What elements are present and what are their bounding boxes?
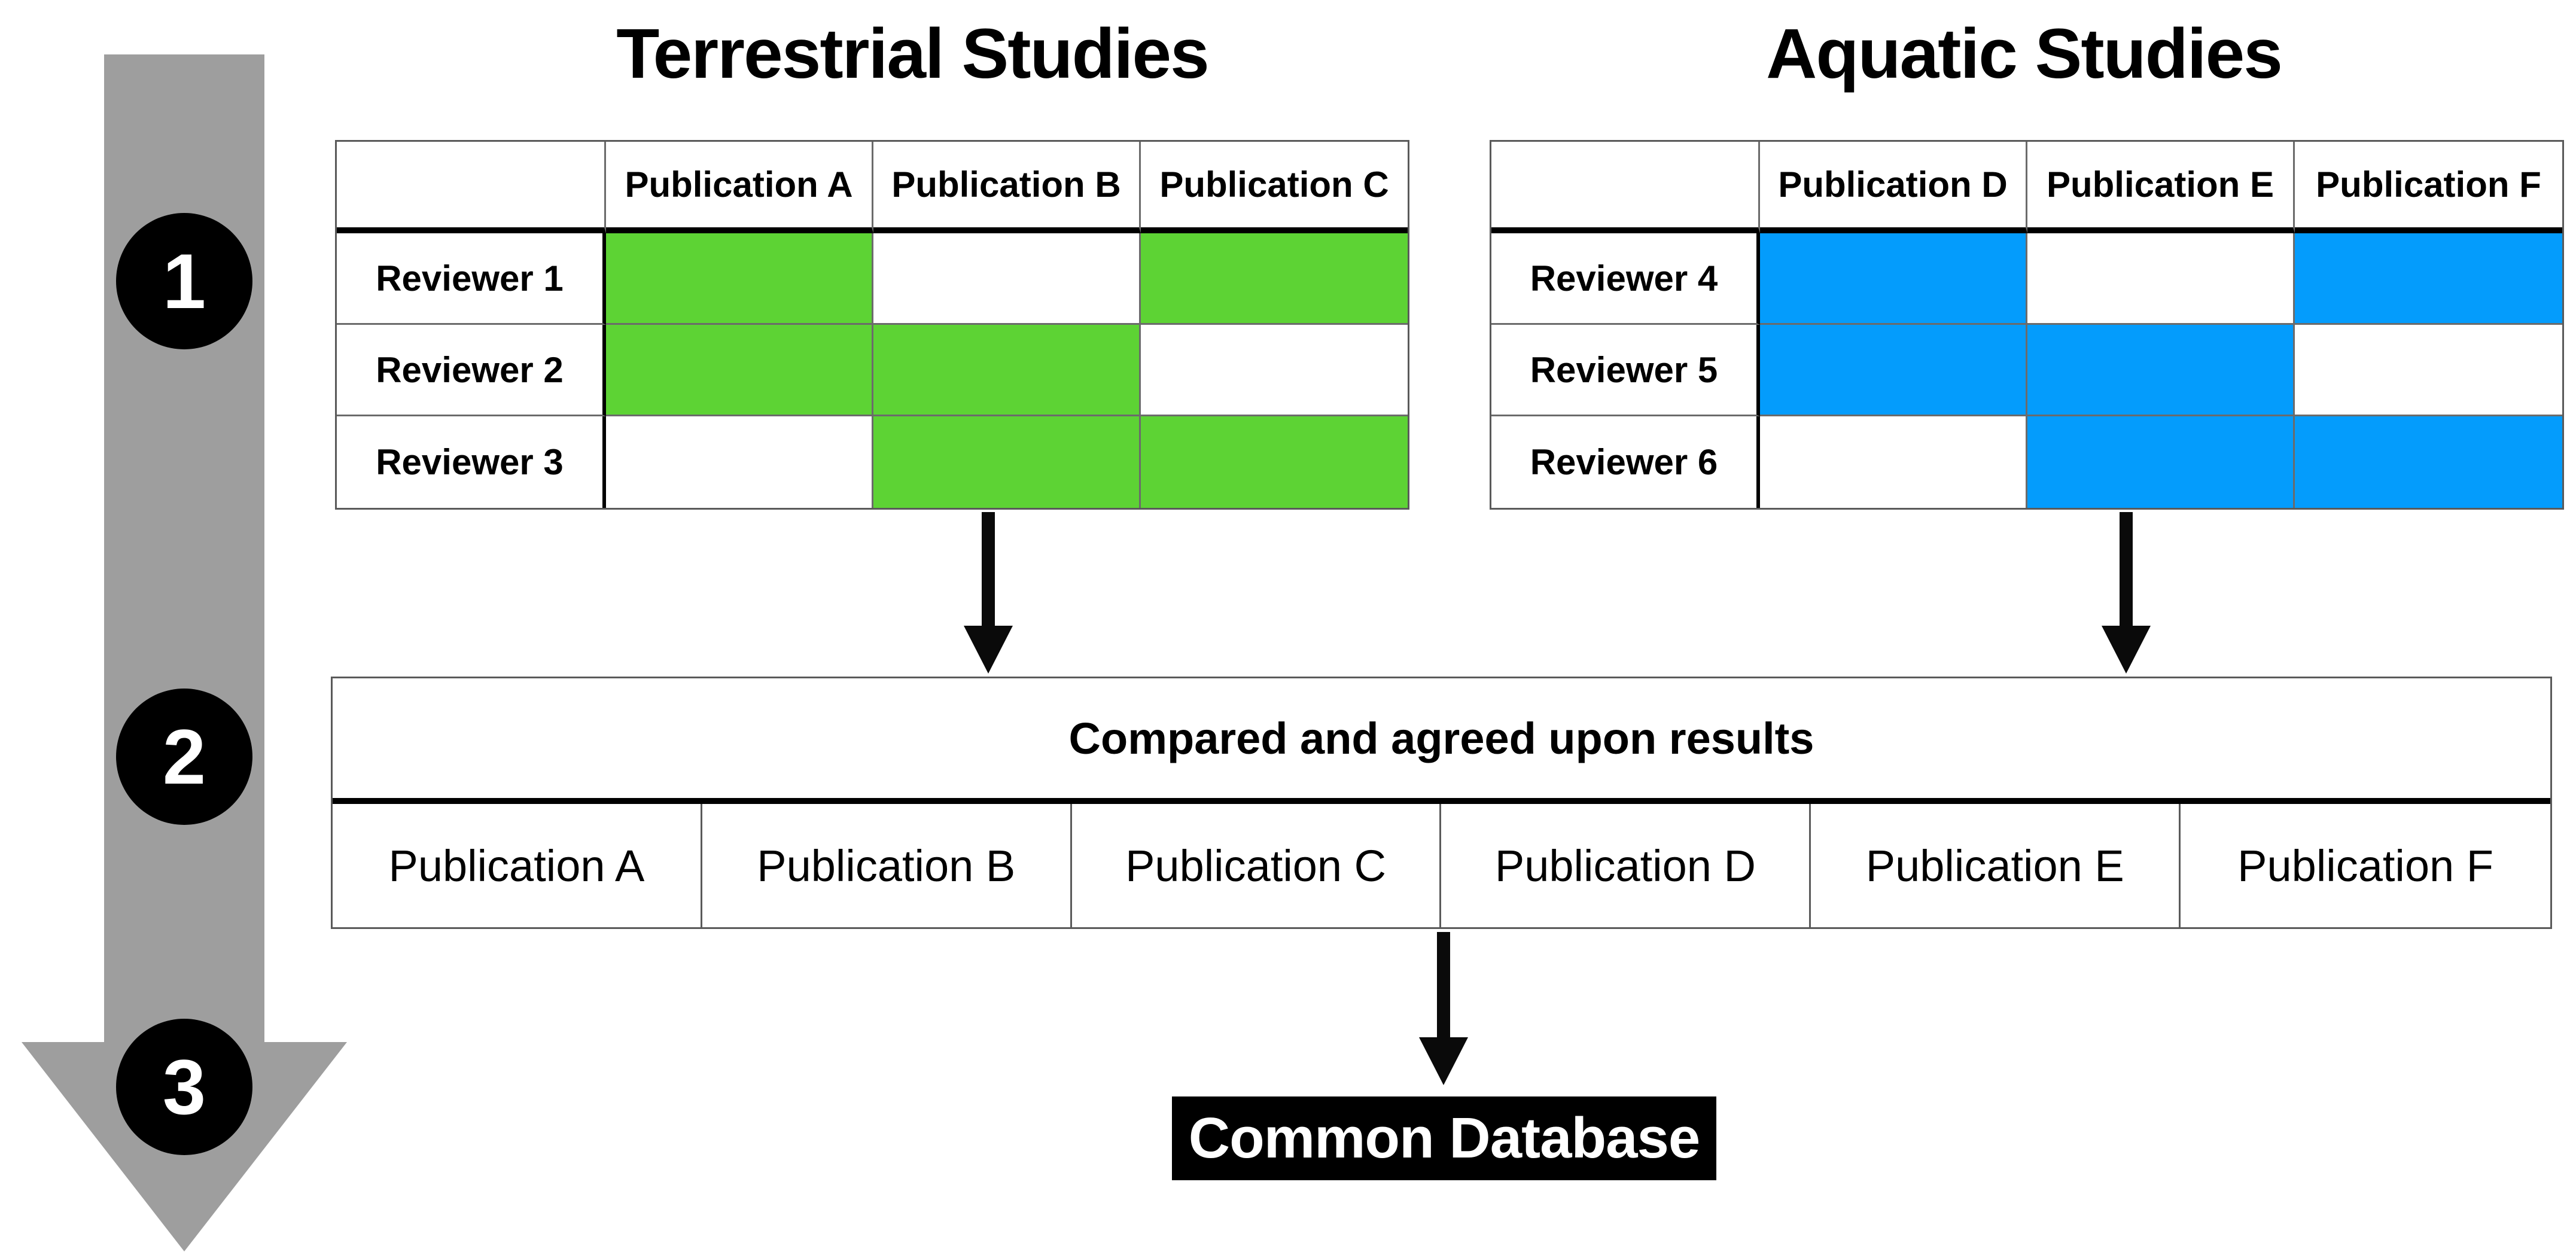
step-1-number: 1 <box>162 237 206 325</box>
step-3-number: 3 <box>162 1043 206 1131</box>
matrix-cell <box>1141 325 1408 416</box>
matrix-cell <box>1760 416 2027 508</box>
publication-cell: Publication E <box>1811 804 2181 927</box>
terrestrial-table: Publication A Publication B Publication … <box>335 140 1409 510</box>
aquatic-studies-title: Aquatic Studies <box>1766 14 2283 93</box>
matrix-cell <box>1141 233 1408 325</box>
reviewer-label-cell: Reviewer 2 <box>337 325 606 416</box>
matrix-cell <box>606 233 873 325</box>
step-circle-3: 3 <box>116 1019 252 1155</box>
process-flow-arrow-bar <box>104 54 264 1043</box>
matrix-cell <box>2027 325 2295 416</box>
matrix-cell <box>2027 233 2295 325</box>
arrow-aquatic-to-compare-shaft <box>2120 512 2133 627</box>
matrix-cell <box>873 416 1141 508</box>
compare-results-box: Compared and agreed upon results Publica… <box>331 677 2552 929</box>
matrix-cell <box>2027 416 2295 508</box>
matrix-cell <box>873 233 1141 325</box>
reviewer-label-cell: Reviewer 5 <box>1491 325 1760 416</box>
matrix-cell <box>2295 233 2562 325</box>
matrix-cell <box>873 325 1141 416</box>
arrow-terrestrial-to-compare-shaft <box>982 512 995 627</box>
common-database-label: Common Database <box>1188 1106 1701 1170</box>
publication-cell: Publication D <box>1441 804 1811 927</box>
matrix-cell <box>606 416 873 508</box>
column-header-cell: Publication F <box>2295 142 2562 233</box>
arrow-terrestrial-to-compare-head-icon <box>964 626 1013 674</box>
reviewer-label-cell: Reviewer 1 <box>337 233 606 325</box>
arrow-compare-to-database-head-icon <box>1419 1037 1468 1085</box>
matrix-cell <box>1141 416 1408 508</box>
reviewer-label-cell: Reviewer 6 <box>1491 416 1760 508</box>
common-database-box: Common Database <box>1172 1096 1716 1180</box>
publication-cell: Publication F <box>2237 840 2493 891</box>
matrix-cell <box>1760 325 2027 416</box>
publication-cell: Publication B <box>702 804 1072 927</box>
publication-cell: Publication A <box>333 804 702 927</box>
matrix-cell <box>606 325 873 416</box>
matrix-cell <box>2295 416 2562 508</box>
arrow-compare-to-database-shaft <box>1437 932 1450 1038</box>
aquatic-table: Publication D Publication E Publication … <box>1490 140 2564 510</box>
reviewer-label-cell: Reviewer 4 <box>1491 233 1760 325</box>
compare-results-header: Compared and agreed upon results <box>333 678 2550 804</box>
compare-results-publication-row: Publication A Publication B Publication … <box>333 804 2550 927</box>
column-header-cell: Publication A <box>606 142 873 233</box>
column-header-cell: Publication E <box>2027 142 2295 233</box>
matrix-cell <box>1760 233 2027 325</box>
terrestrial-studies-title: Terrestrial Studies <box>616 14 1209 93</box>
step-circle-2: 2 <box>116 689 252 825</box>
table-corner-cell <box>1491 142 1760 233</box>
arrow-aquatic-to-compare-head-icon <box>2102 626 2151 674</box>
column-header-cell: Publication C <box>1141 142 1408 233</box>
column-header-cell: Publication D <box>1760 142 2027 233</box>
publication-cell: Publication C <box>1072 804 1442 927</box>
step-circle-1: 1 <box>116 213 252 349</box>
step-2-number: 2 <box>162 713 206 800</box>
column-header-cell: Publication B <box>873 142 1141 233</box>
table-corner-cell <box>337 142 606 233</box>
reviewer-label-cell: Reviewer 3 <box>337 416 606 508</box>
matrix-cell <box>2295 325 2562 416</box>
